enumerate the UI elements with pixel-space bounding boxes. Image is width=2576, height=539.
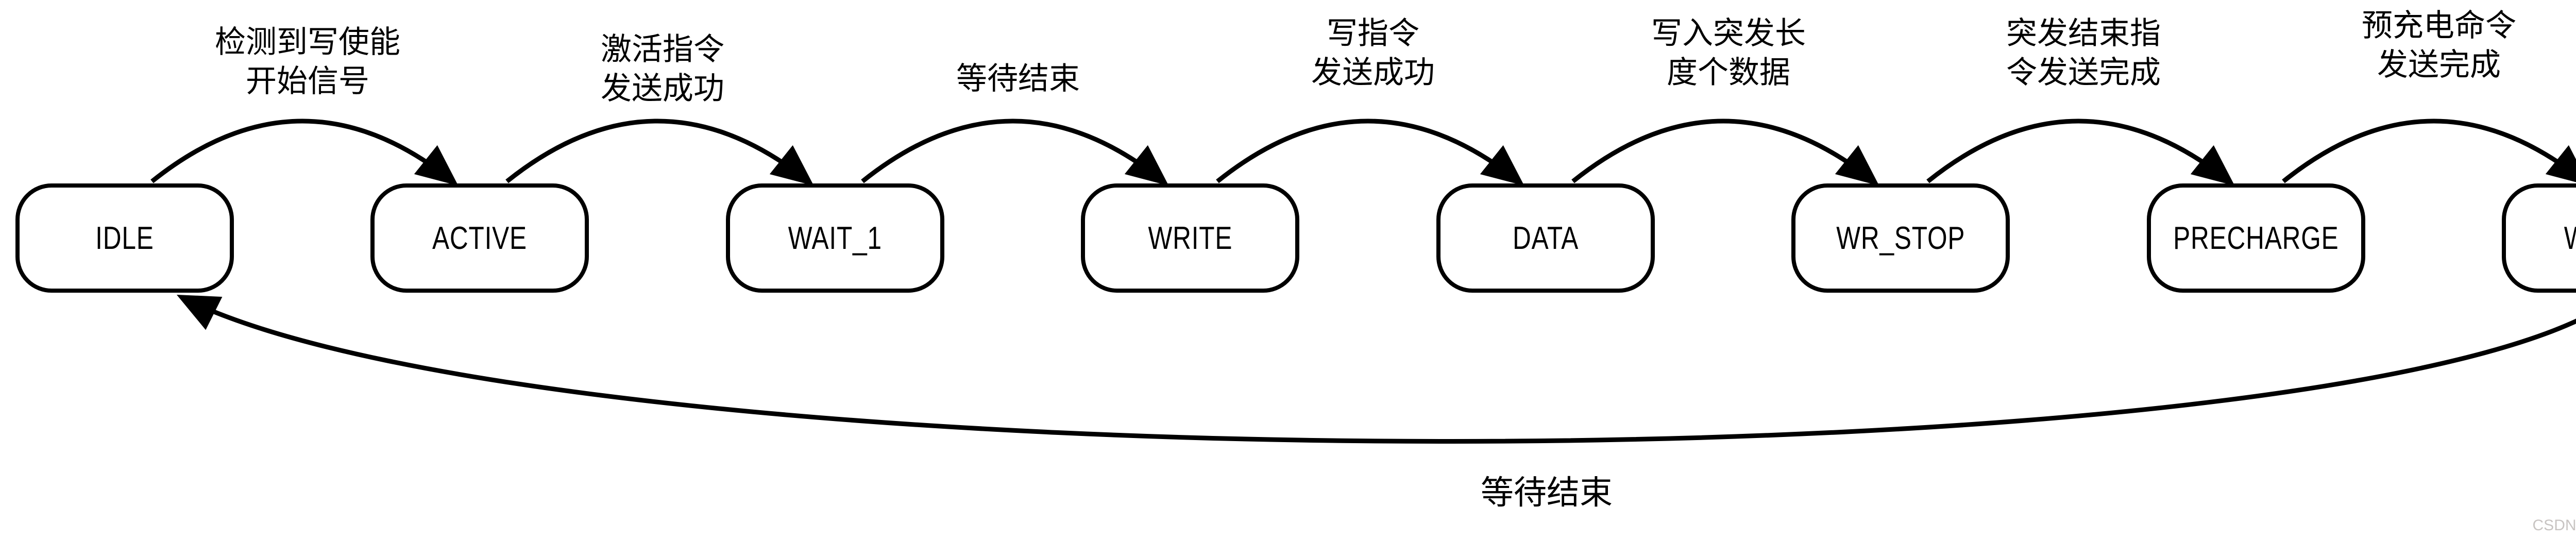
arrow-active-to-wait1 xyxy=(505,119,814,186)
transition-label-line: 突发结束指 xyxy=(2006,16,2161,50)
transition-label-wrstop-precharge: 突发结束指 令发送完成 xyxy=(1872,14,2295,92)
state-precharge-label: PRECHARGE xyxy=(2173,220,2339,256)
state-wait1: WAIT_1 xyxy=(726,183,944,293)
transition-label-line: 写入突发长 xyxy=(1651,16,1806,50)
transition-label-idle-active: 检测到写使能 开始信号 xyxy=(96,23,519,101)
transition-label-line: 发送成功 xyxy=(601,71,724,106)
transition-label-line: 开始信号 xyxy=(246,64,369,98)
state-idle-label: IDLE xyxy=(95,220,154,256)
transition-label-line: 预充电命令 xyxy=(2362,8,2516,43)
arrow-wait2-to-idle xyxy=(176,294,2576,444)
arrow-wrstop-to-precharge xyxy=(1926,119,2235,186)
transition-label-line: 激活指令 xyxy=(601,32,724,66)
transition-label-line: 令发送完成 xyxy=(2006,55,2161,90)
transition-label-precharge-wait2: 预充电命令 发送完成 xyxy=(2228,6,2576,85)
state-wrstop-label: WR_STOP xyxy=(1836,220,1965,256)
transition-label-line: 度个数据 xyxy=(1667,55,1790,90)
arrow-idle-to-active xyxy=(150,119,459,186)
state-wait2-label: WAIT_2 xyxy=(2564,220,2576,257)
csdn-watermark: CSDN @FPGA中国创新中心 xyxy=(2532,517,2576,534)
transition-label-active-wait1: 激活指令 发送成功 xyxy=(451,30,874,108)
arrow-wait1-to-write xyxy=(861,119,1169,186)
state-data-label: DATA xyxy=(1512,220,1579,256)
state-active-label: ACTIVE xyxy=(432,220,527,256)
transition-label-data-wrstop: 写入突发长 度个数据 xyxy=(1517,14,1940,92)
transition-label-line: 发送成功 xyxy=(1311,55,1435,90)
state-data: DATA xyxy=(1436,183,1655,293)
transition-label-line: 等待结束 xyxy=(1481,474,1613,511)
transition-label-write-data: 写指令 发送成功 xyxy=(1162,14,1584,92)
arrow-precharge-to-wait2 xyxy=(2282,119,2576,186)
transition-label-line: 写指令 xyxy=(1327,16,1419,50)
transition-label-line: 等待结束 xyxy=(956,61,1080,96)
arrow-write-to-data xyxy=(1216,119,1524,186)
transition-label-line: 发送完成 xyxy=(2377,47,2501,82)
state-write-label: WRITE xyxy=(1148,220,1232,256)
state-wrstop: WR_STOP xyxy=(1791,183,2010,293)
transition-label-wait1-write: 等待结束 xyxy=(807,59,1229,98)
state-write: WRITE xyxy=(1081,183,1299,293)
state-wait2: WAIT_2 xyxy=(2502,183,2576,293)
transition-label-wait2-idle: 等待结束 xyxy=(1387,466,1706,514)
state-wait1-label: WAIT_1 xyxy=(788,220,883,256)
state-idle: IDLE xyxy=(15,183,234,293)
state-active: ACTIVE xyxy=(370,183,589,293)
state-precharge: PRECHARGE xyxy=(2147,183,2365,293)
transition-label-line: 检测到写使能 xyxy=(215,25,400,59)
arrow-data-to-wrstop xyxy=(1571,119,1879,186)
